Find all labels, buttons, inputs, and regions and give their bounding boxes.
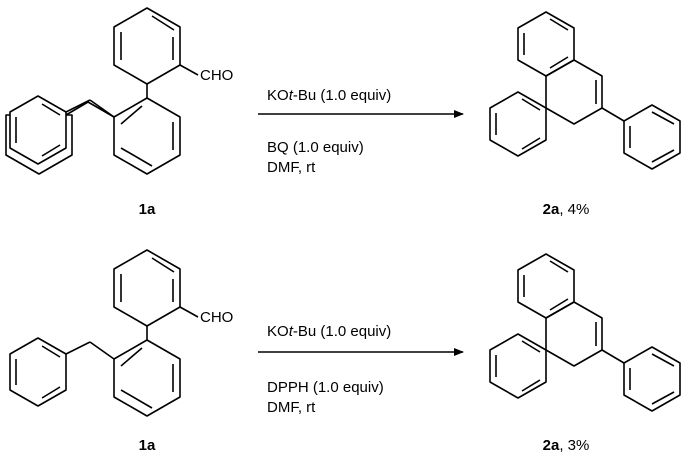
ring-double-bond	[651, 149, 675, 163]
product-structure-2a	[489, 253, 681, 412]
aldehyde-ring	[113, 249, 181, 327]
reaction-2: CHO 1a KOt-Bu (1.0 equiv) DPPH (1.0 equi…	[9, 249, 681, 454]
condition-solvent: DMF, rt	[267, 399, 316, 416]
ring-double-bond	[549, 298, 569, 311]
substituent-label: CHO	[200, 309, 233, 326]
ring-double-bond	[41, 386, 61, 399]
phenanthrene-ring-bottom	[489, 91, 547, 157]
benzyl-phenyl-ring	[9, 95, 67, 165]
phenanthrene-ring-middle	[545, 59, 603, 125]
condition-solvent: DMF, rt	[267, 159, 316, 176]
phenyl-bond	[601, 349, 625, 364]
ring-double-bond	[151, 15, 175, 31]
aldehyde-ring	[113, 7, 181, 85]
phenanthrene-ring-middle	[545, 301, 603, 367]
phenanthrene-ring-top	[517, 11, 575, 77]
product-label: 2a, 4%	[543, 201, 590, 218]
condition-additive: DPPH (1.0 equiv)	[267, 379, 384, 396]
phenyl-ring	[623, 346, 681, 412]
ring-double-bond	[521, 98, 541, 111]
ring-double-bond	[521, 340, 541, 353]
reaction-1: CHO 1a KOt-Bu (1.0 equiv) BQ (1.0 equiv)…	[5, 7, 681, 218]
ring-double-bond	[549, 260, 569, 273]
ring-double-bond	[151, 257, 175, 273]
substituent-label: CHO	[200, 67, 233, 84]
phenyl-bond	[601, 107, 625, 122]
ring-double-bond	[549, 56, 569, 69]
substrate-label: 1a	[139, 437, 156, 454]
ring-double-bond	[41, 103, 61, 116]
ring-double-bond	[120, 347, 143, 367]
phenanthrene-ring-bottom	[489, 333, 547, 399]
aldehyde-bond	[179, 64, 199, 76]
ring-double-bond	[41, 144, 61, 157]
ring-double-bond	[41, 345, 61, 358]
phenanthrene-ring-top	[517, 253, 575, 319]
phenyl-ring	[623, 104, 681, 170]
methylene-bond	[65, 101, 89, 116]
ring-double-bond	[651, 111, 675, 125]
product-structure-2a	[489, 11, 681, 170]
condition-additive: BQ (1.0 equiv)	[267, 139, 364, 156]
ring-double-bond	[120, 147, 153, 167]
benzyl-ring	[5, 114, 73, 175]
substrate-structure-1a	[113, 249, 199, 417]
condition-base: KOt-Bu (1.0 equiv)	[267, 323, 391, 340]
aldehyde-bond	[179, 306, 199, 318]
methylene-link	[65, 341, 115, 360]
ring-double-bond	[651, 353, 675, 367]
ring-double-bond	[521, 137, 541, 150]
product-label: 2a, 3%	[543, 437, 590, 454]
ring-double-bond	[651, 391, 675, 405]
ring-double-bond	[549, 18, 569, 31]
ring-double-bond	[120, 389, 153, 409]
ring-double-bond	[120, 105, 143, 125]
methylene-link	[65, 99, 115, 118]
ring-double-bond	[521, 379, 541, 392]
benzyl-phenyl-ring	[9, 337, 67, 407]
condition-base: KOt-Bu (1.0 equiv)	[267, 87, 391, 104]
substrate-label: 1a	[139, 201, 156, 218]
